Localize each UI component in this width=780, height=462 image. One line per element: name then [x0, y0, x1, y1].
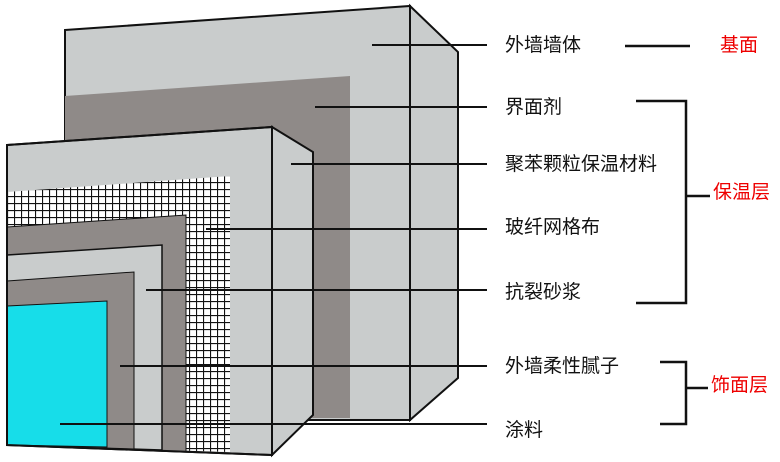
group-finish: 饰面层	[711, 374, 769, 396]
label-anti-crack-mortar: 抗裂砂浆	[505, 281, 582, 303]
label-exterior-wall: 外墙墙体	[505, 34, 582, 56]
label-insulation: 聚苯颗粒保温材料	[505, 153, 658, 175]
label-interface-agent: 界面剂	[505, 96, 563, 118]
group-brackets	[625, 44, 710, 426]
label-flexible-putty: 外墙柔性腻子	[505, 355, 620, 377]
leader-lines	[60, 44, 487, 425]
paint-layer	[6, 300, 108, 448]
label-fiberglass-mesh: 玻纤网格布	[505, 216, 601, 238]
label-paint: 涂料	[505, 419, 544, 441]
group-insulation: 保温层	[713, 181, 771, 203]
group-base: 基面	[720, 34, 759, 56]
wall-side	[409, 3, 459, 423]
